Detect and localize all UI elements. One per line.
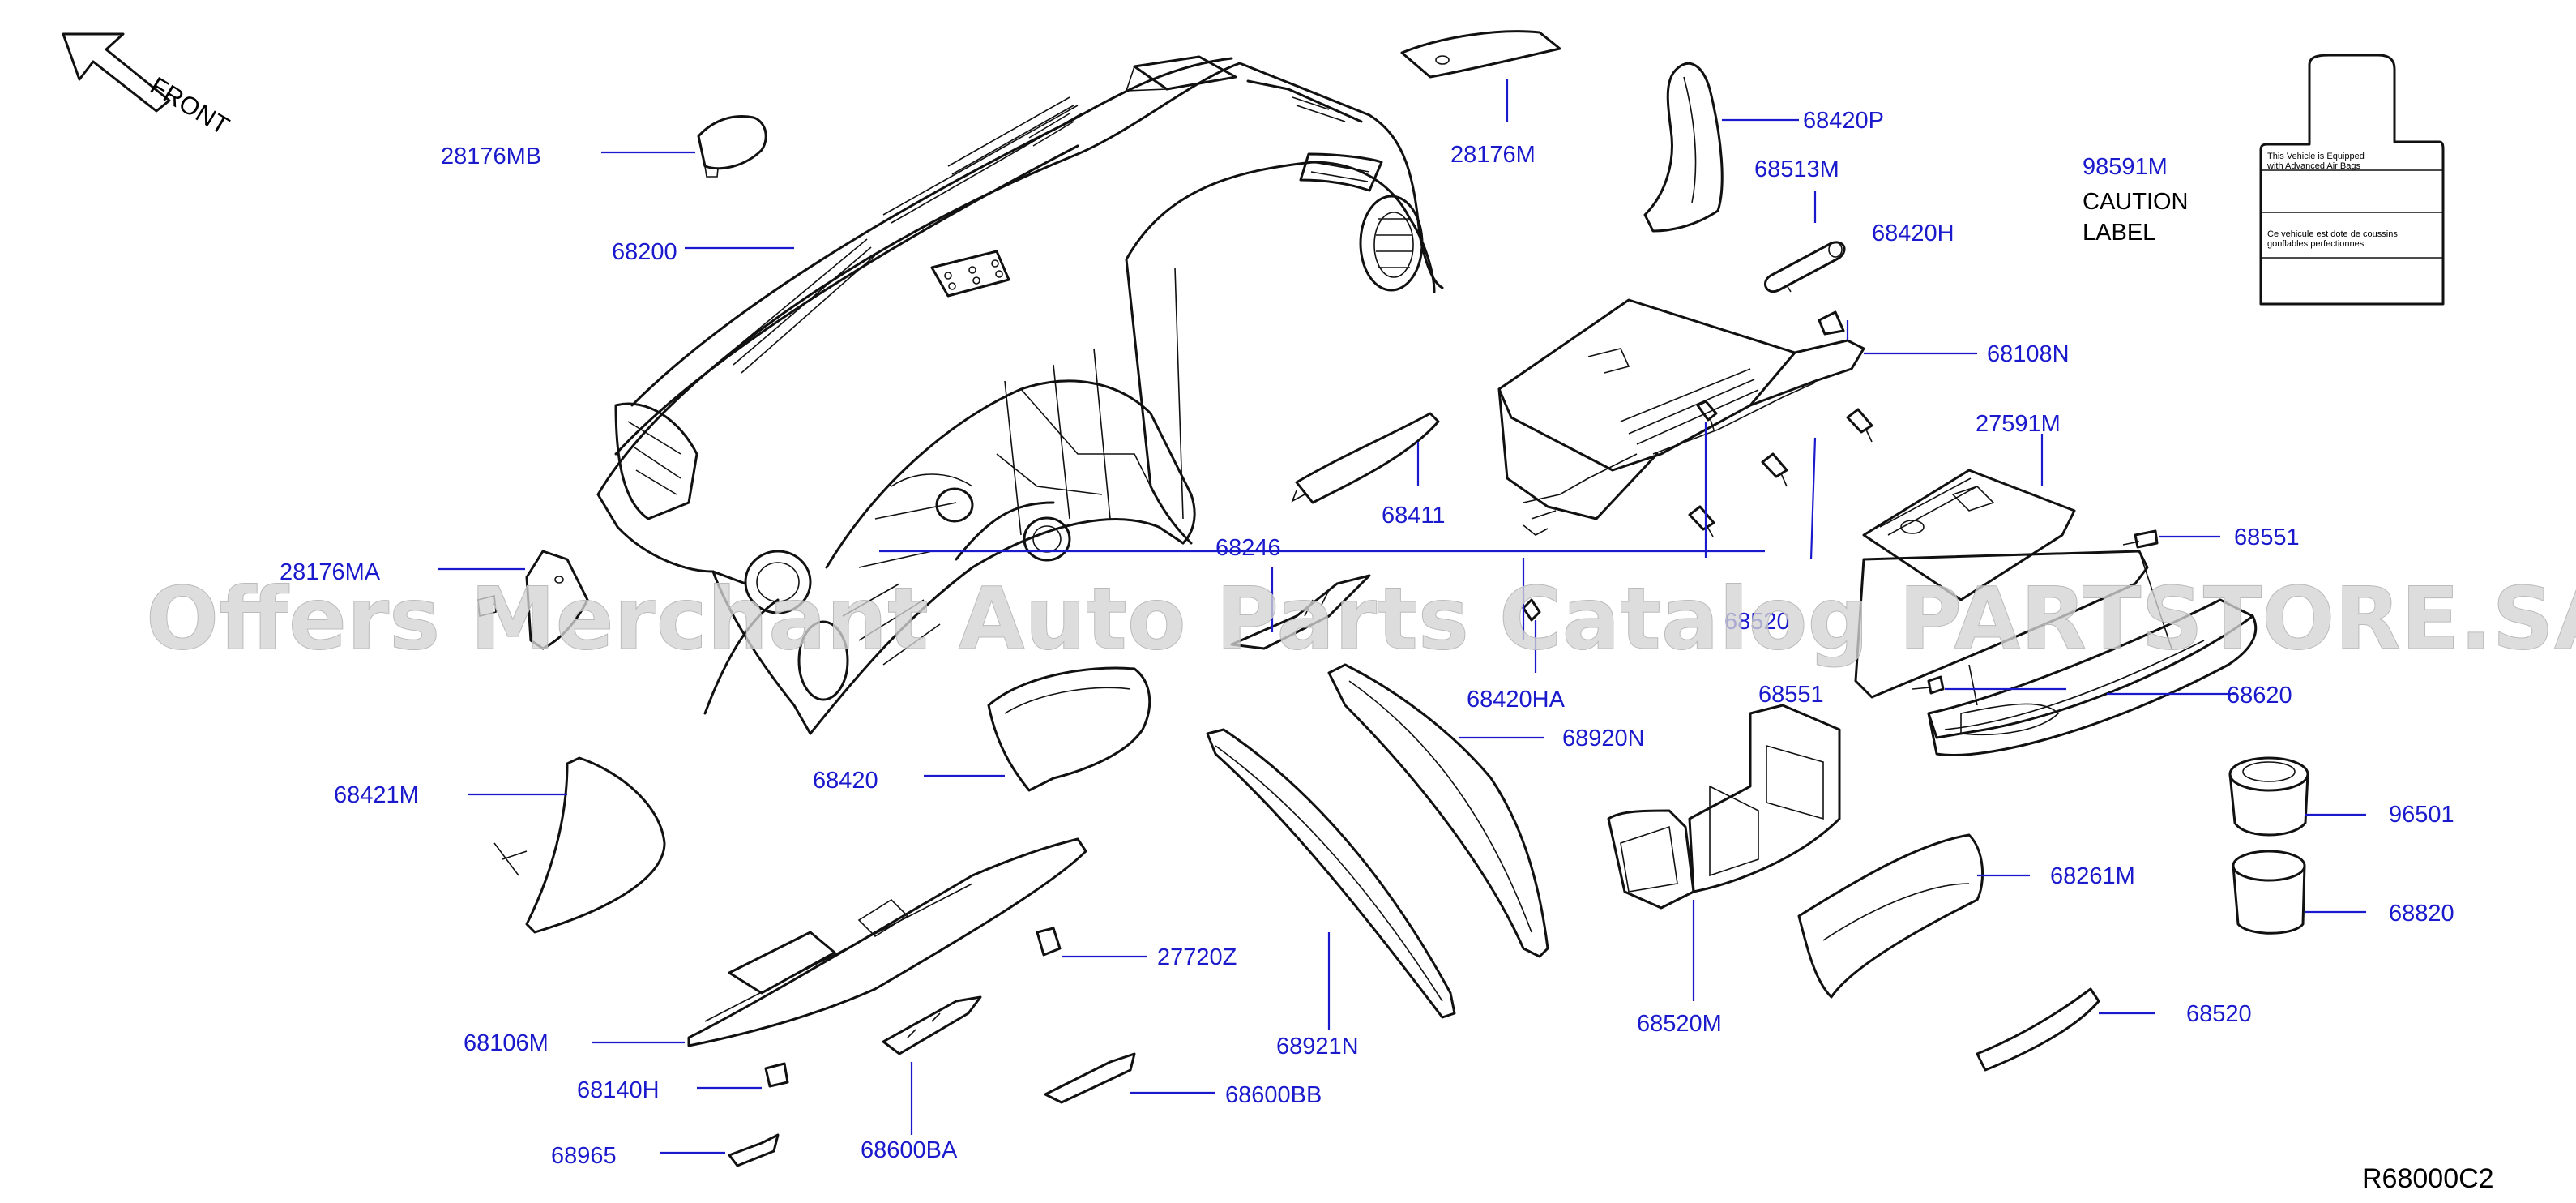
part-68246-bracket (1230, 574, 1371, 650)
label-27591M: 27591M (1976, 411, 2061, 437)
sticker-fr-line2: gonflables perfectionnes (2267, 239, 2365, 249)
label-68520M: 68520M (1637, 1011, 1722, 1037)
part-68513M-pin (1764, 241, 1846, 293)
part-28176MA-cover (477, 550, 589, 650)
label-27720Z: 27720Z (1157, 944, 1237, 970)
part-68920N-lid-inner (1327, 663, 1549, 958)
part-27720Z-clip (1036, 927, 1062, 957)
sticker-en-line2: with Advanced Air Bags (2266, 161, 2360, 171)
label-98591M: 98591M (2083, 154, 2168, 180)
label-text: LABEL (2083, 220, 2155, 246)
label-68106M: 68106M (464, 1030, 549, 1056)
part-28176M-cover (1400, 30, 1561, 79)
label-68200: 68200 (612, 239, 677, 265)
label-68600BA: 68600BA (861, 1137, 958, 1163)
caution-text: CAUTION (2083, 189, 2189, 215)
clip-icon (1846, 408, 1873, 443)
sticker-fr-line1: Ce vehicule est dote de coussins (2267, 229, 2398, 239)
clip-icon (1761, 452, 1788, 487)
label-68600BB: 68600BB (1225, 1082, 1322, 1108)
part-68108N-glove-box (1497, 298, 1865, 536)
label-68513M: 68513M (1754, 156, 1839, 182)
watermark-text: Offers Merchant Auto Parts Catalog PARTS… (146, 569, 2576, 669)
part-68106M-lower-panel (687, 837, 1087, 1047)
part-labels: 28176MB 68200 28176M 68420P 68513M 68420… (280, 108, 2454, 1169)
front-direction-arrow-icon (62, 32, 171, 113)
part-68261M-finisher (1797, 833, 1984, 999)
label-68520-partial: 68520 (1724, 609, 1790, 635)
label-68246: 68246 (1215, 535, 1281, 561)
label-68920N: 68920N (1562, 726, 1645, 751)
label-28176MA: 28176MA (280, 559, 381, 585)
part-68551-screw-top (2122, 529, 2159, 549)
part-68965-clip (728, 1133, 780, 1167)
part-68520M-center-bezel (1607, 704, 1841, 910)
label-68965: 68965 (551, 1143, 617, 1169)
leader-lines (438, 79, 2366, 1154)
sticker-en-line1: This Vehicle is Equipped (2267, 152, 2365, 161)
label-68421M: 68421M (334, 782, 419, 808)
clip-icon (1696, 400, 1718, 430)
caution-label-sticker: This Vehicle is Equipped with Advanced A… (2259, 54, 2445, 306)
label-68420P: 68420P (1803, 108, 1884, 134)
clip-icon (1688, 505, 1715, 537)
part-68420P-pillar-trim (1643, 62, 1724, 233)
part-68420HA-clip (1522, 598, 1541, 622)
label-68420H: 68420H (1872, 220, 1954, 246)
label-68551-top: 68551 (2234, 524, 2300, 550)
part-68140H-pad (764, 1062, 789, 1088)
part-27591M-bracket (1862, 469, 2076, 602)
front-label: FRONT (145, 71, 234, 140)
label-68261M: 68261M (2050, 863, 2135, 889)
diagram-code: R68000C2 (2362, 1163, 2494, 1194)
label-68820: 68820 (2389, 901, 2454, 927)
label-68420: 68420 (813, 768, 878, 794)
part-68420H-clip (1818, 310, 1845, 336)
part-68421M-side-cover (493, 756, 666, 934)
label-68620: 68620 (2227, 683, 2292, 709)
label-68420HA: 68420HA (1467, 687, 1566, 713)
part-68551-screw-lower (1912, 675, 1945, 695)
label-28176MB: 28176MB (441, 143, 541, 169)
part-68820-cup-insert (2232, 850, 2306, 935)
label-68520: 68520 (2186, 1001, 2252, 1027)
part-68420-meter-hood (987, 666, 1151, 792)
part-68411-trim (1291, 412, 1440, 504)
part-68620-panel (1854, 550, 2258, 757)
label-68551-lower: 68551 (1758, 682, 1824, 708)
part-96501-cup-holder (2228, 756, 2309, 837)
label-68108N: 68108N (1987, 341, 2070, 367)
part-68921N-lid (1206, 728, 1456, 1019)
part-28176MB-vent-cover (697, 115, 767, 178)
label-68411: 68411 (1382, 503, 1446, 529)
glove-box-clips (1688, 400, 1873, 537)
label-68921N: 68921N (1276, 1034, 1359, 1060)
part-68600BA-bracket (882, 995, 982, 1055)
label-96501: 96501 (2389, 802, 2454, 828)
instrument-panel-assembly (596, 55, 1444, 735)
part-68520-trim (1976, 987, 2100, 1072)
label-28176M: 28176M (1450, 142, 1536, 168)
part-68600BB-bracket (1044, 1052, 1136, 1104)
label-68140H: 68140H (577, 1077, 660, 1103)
